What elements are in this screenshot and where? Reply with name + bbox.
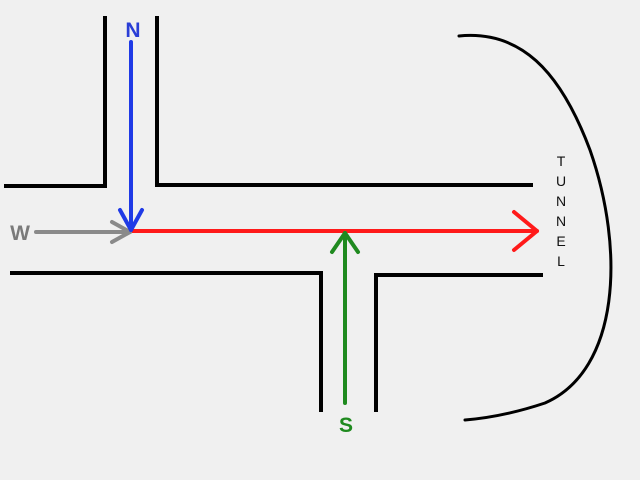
- north-road-left-edge: [4, 16, 107, 188]
- south-arrowhead: [330, 231, 360, 254]
- label-west: W: [10, 222, 30, 245]
- label-south: S: [339, 414, 353, 437]
- label-north: N: [125, 19, 140, 42]
- tunnel-letter: N: [556, 213, 566, 229]
- tunnel-letter: E: [556, 233, 565, 249]
- north-arrowhead: [118, 208, 144, 232]
- road-outlines: [4, 16, 543, 412]
- tunnel-letter: U: [556, 173, 566, 189]
- south-road-left-edge: [10, 271, 323, 412]
- south-road-right-edge: [374, 273, 543, 412]
- tunnel-letter: T: [557, 153, 566, 169]
- west-arrow: [34, 220, 132, 244]
- main-flow-arrow: [130, 210, 539, 252]
- tunnel-outline: [457, 33, 613, 422]
- tunnel-label: T U N N E L: [556, 153, 566, 269]
- tunnel-letter: N: [556, 193, 566, 209]
- west-arrowhead: [110, 220, 132, 244]
- north-road-right-edge: [155, 16, 533, 187]
- north-arrow: [118, 40, 144, 232]
- south-arrow: [330, 231, 360, 405]
- main-flow-arrowhead: [512, 210, 539, 252]
- tunnel-letter: L: [557, 253, 565, 269]
